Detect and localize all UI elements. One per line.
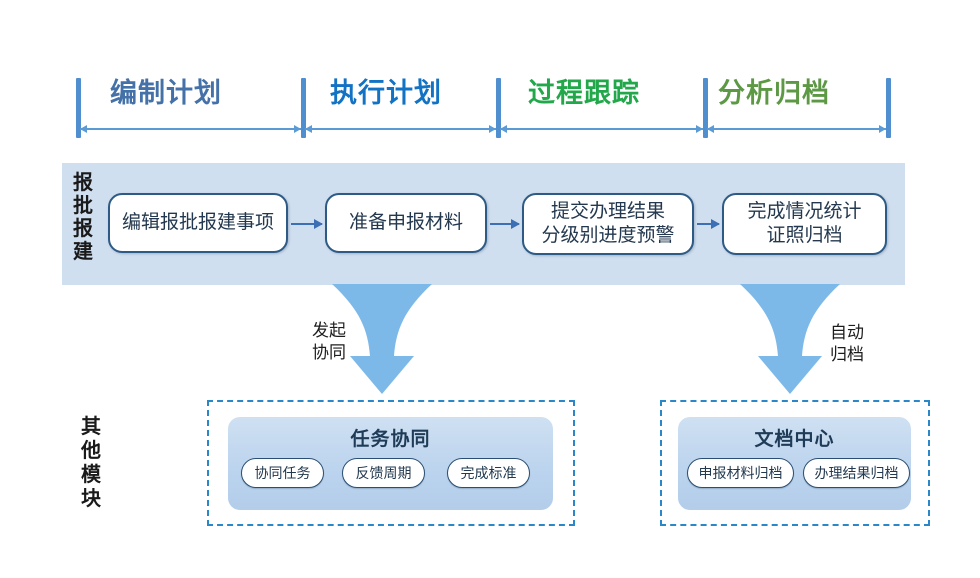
process-step-text: 提交办理结果分级别进度预警 (541, 200, 674, 248)
phase-span-arrow-right-4 (879, 125, 886, 133)
stacked-char: 批 (73, 195, 93, 217)
module-doc-center-boundary (660, 400, 930, 526)
step-complete[interactable]: 完成情况统计证照归档 (722, 193, 887, 255)
process-step-line: 完成情况统计 (747, 201, 862, 223)
phase-span-line-4 (707, 128, 886, 130)
process-step-line: 编辑报批报建事项 (121, 212, 274, 234)
stacked-char: 他 (81, 440, 101, 462)
phase-tick-4 (703, 78, 708, 138)
process-step-text: 完成情况统计证照归档 (747, 200, 861, 248)
phase-span-arrow-left-1 (80, 125, 87, 133)
funnel-right-shape (740, 284, 840, 394)
phase-span-arrow-left-2 (305, 125, 312, 133)
process-step-line: 准备申报材料 (348, 212, 463, 234)
process-step-text: 准备申报材料 (349, 211, 463, 235)
phase-tick-2 (301, 78, 306, 138)
module-doc-center-pill-1[interactable]: 申报材料归档 (687, 458, 794, 488)
phase-span-line-2 (305, 128, 496, 130)
funnel-right (738, 284, 842, 401)
module-doc-center-title: 文档中心 (754, 429, 835, 450)
stacked-char: 报 (73, 218, 93, 240)
connector-1 (291, 219, 323, 229)
phase-label-3: 过程跟踪 (528, 78, 640, 108)
phase-span-line-1 (80, 128, 301, 130)
stacked-char: 其 (81, 416, 101, 438)
phase-span-arrow-left-4 (707, 125, 714, 133)
phase-span-arrow-right-3 (696, 125, 703, 133)
process-step-text: 编辑报批报建事项 (122, 211, 274, 235)
funnel-left-label: 发起协同 (312, 320, 346, 364)
step-edit[interactable]: 编辑报批报建事项 (108, 193, 288, 253)
funnel-left (330, 284, 434, 401)
phase-span-arrow-right-1 (294, 125, 301, 133)
other-modules-label: 其他模块 (78, 415, 104, 511)
process-band-label: 报批报建 (66, 172, 100, 264)
connector-2 (490, 219, 520, 229)
phase-tick-5 (886, 78, 891, 138)
stacked-char: 报 (73, 172, 93, 194)
module-doc-center-pill-2[interactable]: 办理结果归档 (803, 458, 910, 488)
funnel-left-shape (332, 284, 432, 394)
funnel-label-line: 归档 (830, 345, 864, 365)
module-task-collab-pill-3[interactable]: 完成标准 (447, 458, 530, 488)
funnel-label-line: 自动 (830, 323, 864, 342)
module-task-collab-pill-2[interactable]: 反馈周期 (342, 458, 425, 488)
phase-span-arrow-right-2 (489, 125, 496, 133)
funnel-label-line: 协同 (312, 343, 346, 363)
phase-label-2: 执行计划 (330, 78, 442, 108)
step-submit[interactable]: 提交办理结果分级别进度预警 (522, 193, 694, 255)
funnel-right-label: 自动归档 (830, 322, 864, 366)
process-step-line: 证照归档 (766, 225, 843, 246)
phase-tick-3 (496, 78, 501, 138)
connector-3 (697, 219, 720, 229)
module-task-collab-pill-1[interactable]: 协同任务 (241, 458, 324, 488)
funnel-label-line: 发起 (312, 321, 346, 340)
step-prepare[interactable]: 准备申报材料 (325, 193, 487, 253)
stacked-char: 块 (81, 488, 101, 510)
phase-label-4: 分析归档 (718, 78, 830, 108)
stacked-char: 建 (73, 241, 93, 263)
process-step-line: 分级别进度预警 (541, 225, 675, 246)
phase-span-arrow-left-3 (500, 125, 507, 133)
phase-span-line-3 (500, 128, 703, 130)
process-step-line: 提交办理结果 (550, 201, 665, 223)
phase-label-1: 编制计划 (110, 78, 222, 108)
stacked-char: 模 (81, 464, 101, 486)
module-task-collab-title: 任务协同 (350, 429, 431, 450)
phase-tick-1 (76, 78, 81, 138)
module-task-collab-boundary (207, 400, 575, 526)
